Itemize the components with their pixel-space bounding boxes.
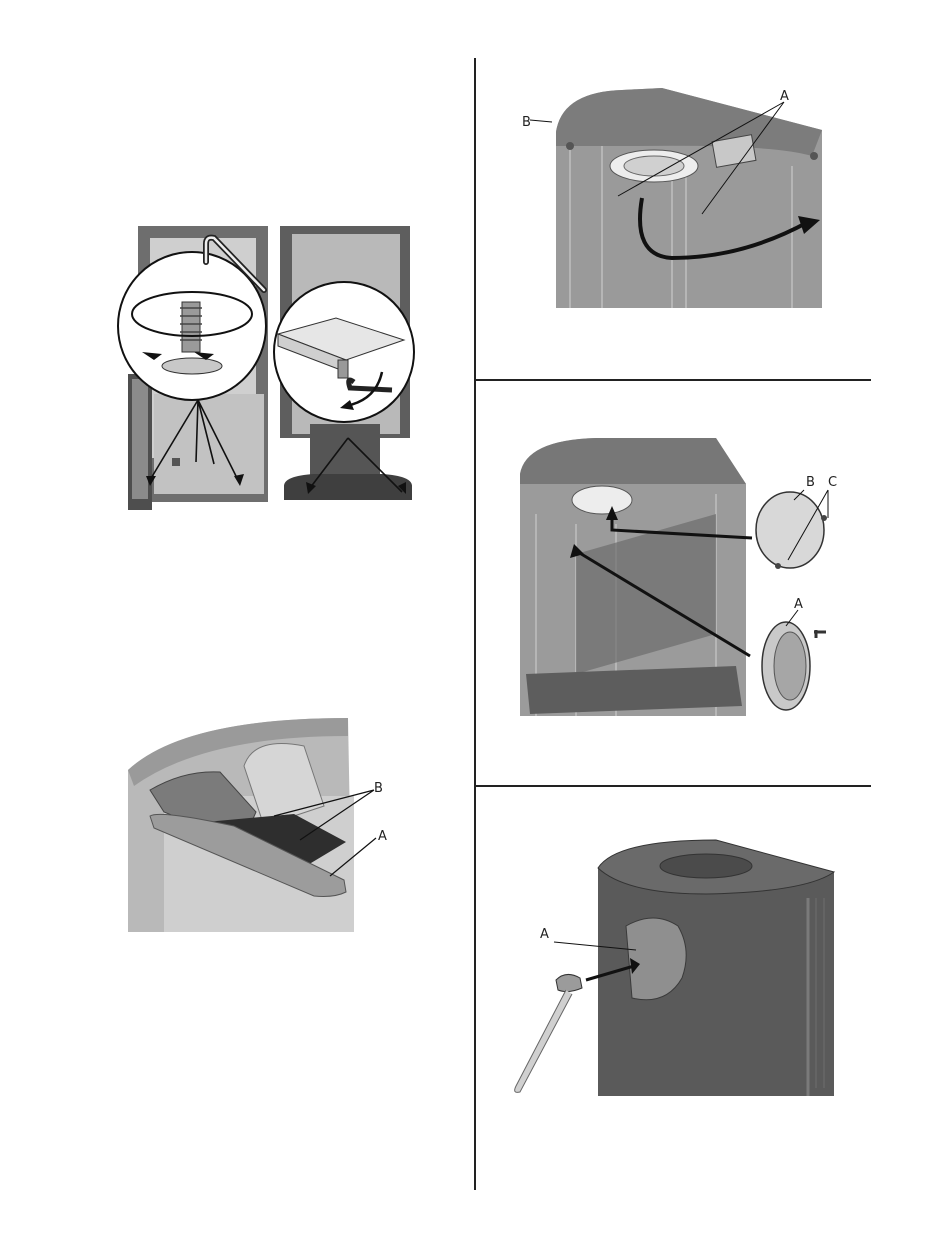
baffle-figure: B A: [124, 716, 396, 936]
adapter-figure: B C A: [516, 434, 846, 720]
label-a: A: [540, 927, 549, 942]
knockout-figure: A: [506, 838, 838, 1100]
label-a: A: [378, 829, 387, 844]
label-b: B: [522, 115, 531, 130]
leveling-illustration: [114, 224, 440, 514]
flue-top-figure: A B: [522, 86, 832, 310]
label-b: B: [374, 781, 383, 796]
label-a: A: [794, 597, 803, 612]
row-divider-top: [474, 379, 871, 381]
label-a: A: [780, 89, 789, 104]
label-c: C: [828, 475, 837, 490]
label-b: B: [806, 475, 815, 490]
leveling-bolt: [182, 302, 200, 352]
flue-top-illustration: A B: [522, 86, 832, 310]
leveling-figure: [114, 224, 440, 514]
column-divider: [474, 58, 476, 1190]
adapter-illustration: B C A: [516, 434, 846, 720]
stove-right-pedestal: [284, 474, 412, 500]
baffle-illustration: B A: [124, 716, 396, 936]
knockout-illustration: A: [506, 838, 838, 1100]
hammer-head-icon: [556, 974, 582, 991]
row-divider-bottom: [474, 785, 871, 787]
